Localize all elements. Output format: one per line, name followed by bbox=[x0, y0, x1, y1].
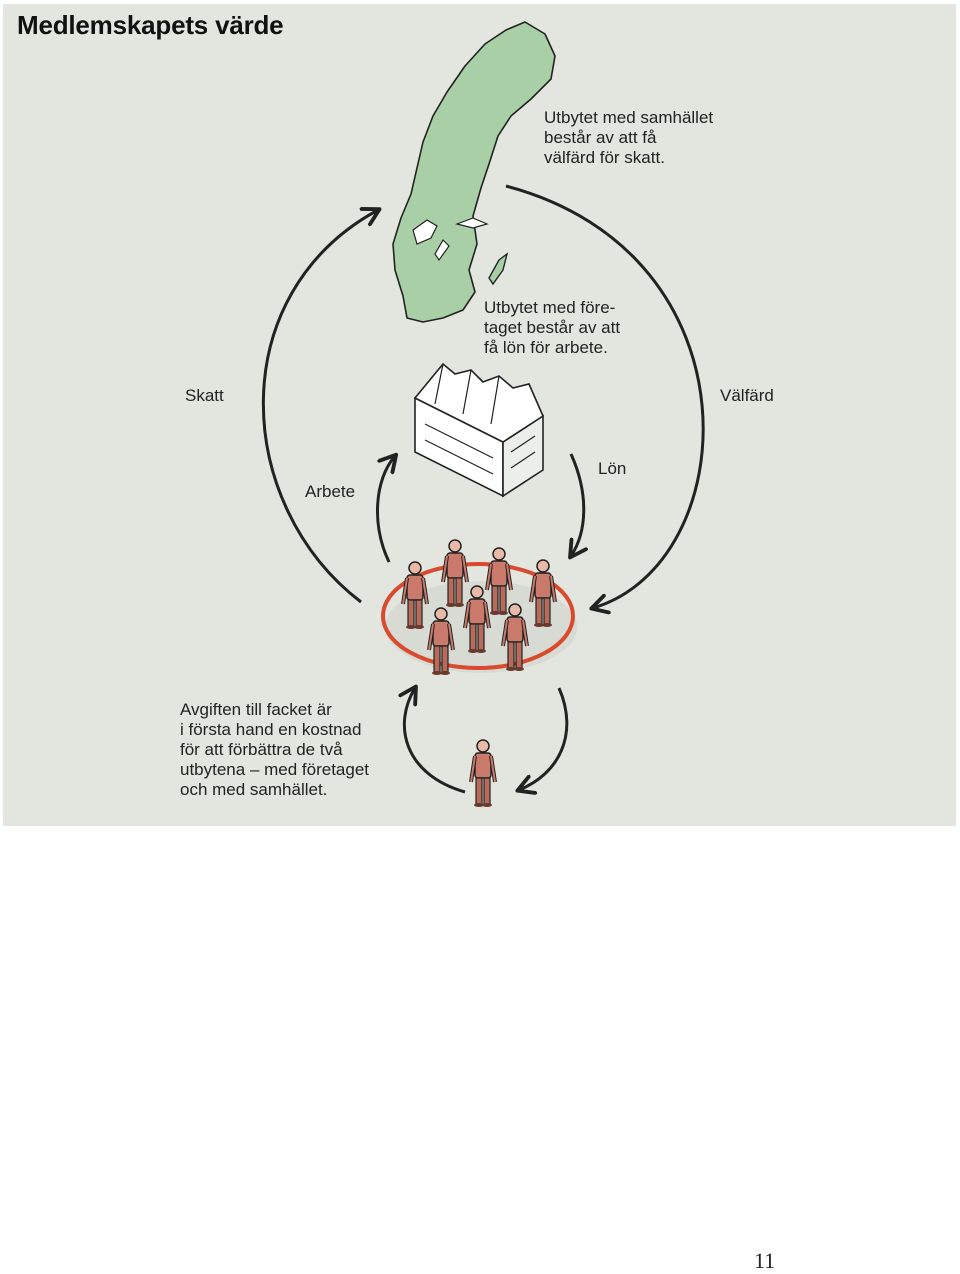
diagram-panel: Medlemskapets värde Utbytet med samhälle… bbox=[3, 4, 956, 826]
work-arrow bbox=[376, 456, 395, 563]
single-member-figure bbox=[469, 738, 497, 809]
sweden-map bbox=[392, 21, 556, 323]
fee-arrow-down bbox=[519, 687, 569, 790]
tax-label: Skatt bbox=[185, 386, 224, 405]
fee-description-text: Avgiften till facket är i första hand en… bbox=[180, 700, 370, 799]
salary-arrow bbox=[571, 453, 584, 556]
welfare-label: Välfärd bbox=[720, 386, 774, 405]
welfare-arrow bbox=[505, 184, 705, 608]
lake-vanern bbox=[412, 219, 438, 245]
lake-vattern bbox=[434, 239, 450, 262]
page-number: 11 bbox=[754, 1248, 776, 1273]
salary-label: Lön bbox=[598, 459, 627, 478]
company-exchange-text: Utbytet med före- taget består av att få… bbox=[484, 298, 621, 357]
work-label: Arbete bbox=[305, 482, 356, 501]
factory-building bbox=[413, 362, 545, 498]
lake-malaren bbox=[454, 217, 489, 229]
union-circle bbox=[381, 562, 575, 670]
tax-arrow bbox=[261, 210, 378, 604]
page-title: Medlemskapets värde bbox=[17, 10, 284, 40]
fee-arrow-up bbox=[404, 688, 466, 794]
society-exchange-text: Utbytet med samhället består av att få v… bbox=[544, 108, 714, 167]
gotland-island bbox=[488, 252, 509, 286]
membership-value-diagram bbox=[261, 21, 705, 809]
